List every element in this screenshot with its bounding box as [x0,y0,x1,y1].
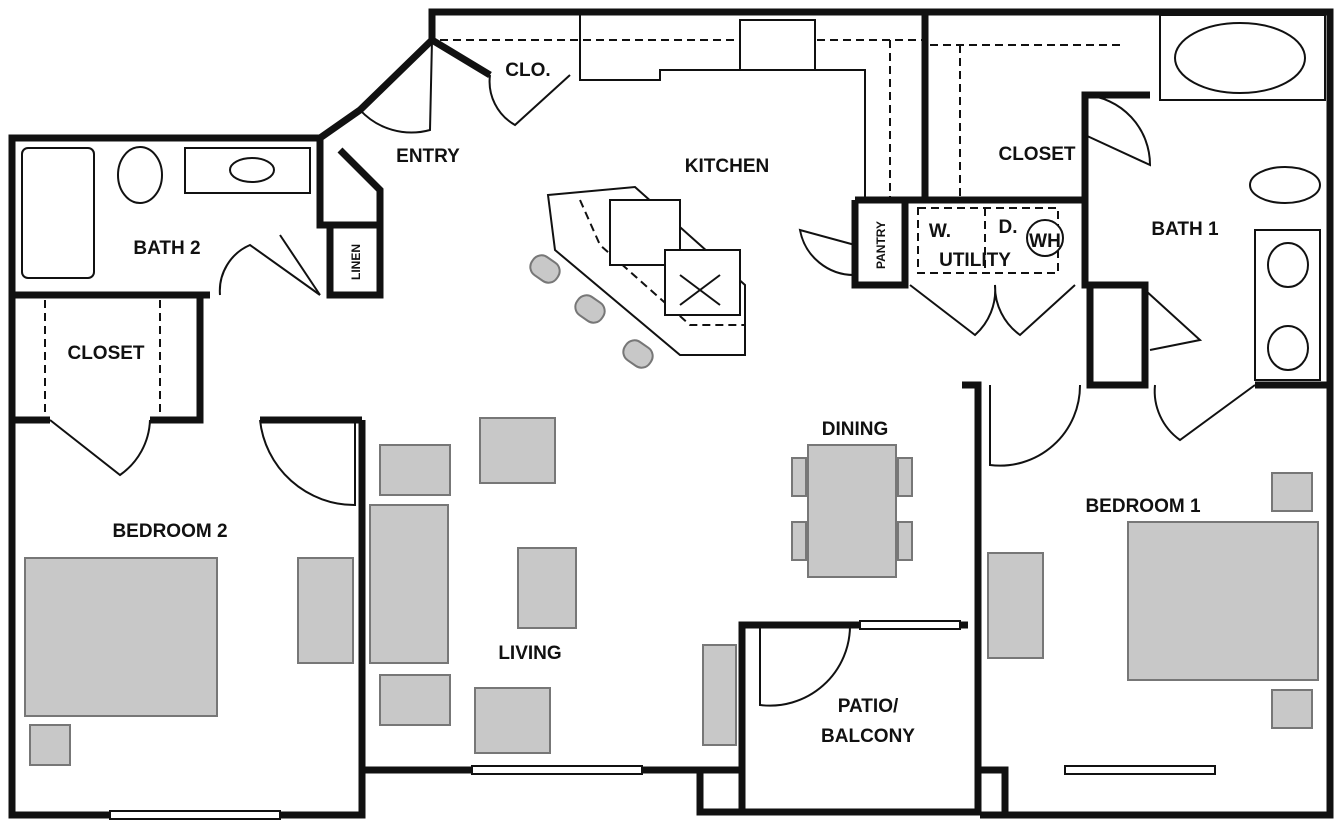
fixtures [21,14,1326,381]
label-pantry: PANTRY [874,221,888,269]
label-closet-bed2: CLOSET [67,343,144,364]
room-labels: CLO. ENTRY KITCHEN CLOSET BATH 1 BATH 2 … [67,60,1219,747]
label-patio: PATIO/ [838,696,899,717]
label-dining: DINING [822,419,889,440]
label-living: LIVING [498,643,561,664]
label-closet-small: CLO. [505,60,550,81]
label-bath1: BATH 1 [1151,219,1219,240]
label-bedroom2: BEDROOM 2 [112,521,227,542]
counters-and-dashed-lines [44,12,1125,420]
label-washer: W. [929,221,951,242]
walls [8,8,1334,819]
label-closet-bath1: CLOSET [998,144,1075,165]
label-balcony: BALCONY [821,726,915,747]
doors [49,39,1256,707]
label-utility: UTILITY [939,250,1011,271]
label-water-heater: WH [1029,231,1061,252]
label-linen: LINEN [349,244,363,280]
label-entry: ENTRY [396,146,460,167]
label-dryer: D. [999,217,1018,238]
windows [109,620,1216,820]
label-bath2: BATH 2 [133,238,200,259]
label-bedroom1: BEDROOM 1 [1085,496,1201,517]
label-kitchen: KITCHEN [685,156,769,177]
furniture [24,254,1319,766]
